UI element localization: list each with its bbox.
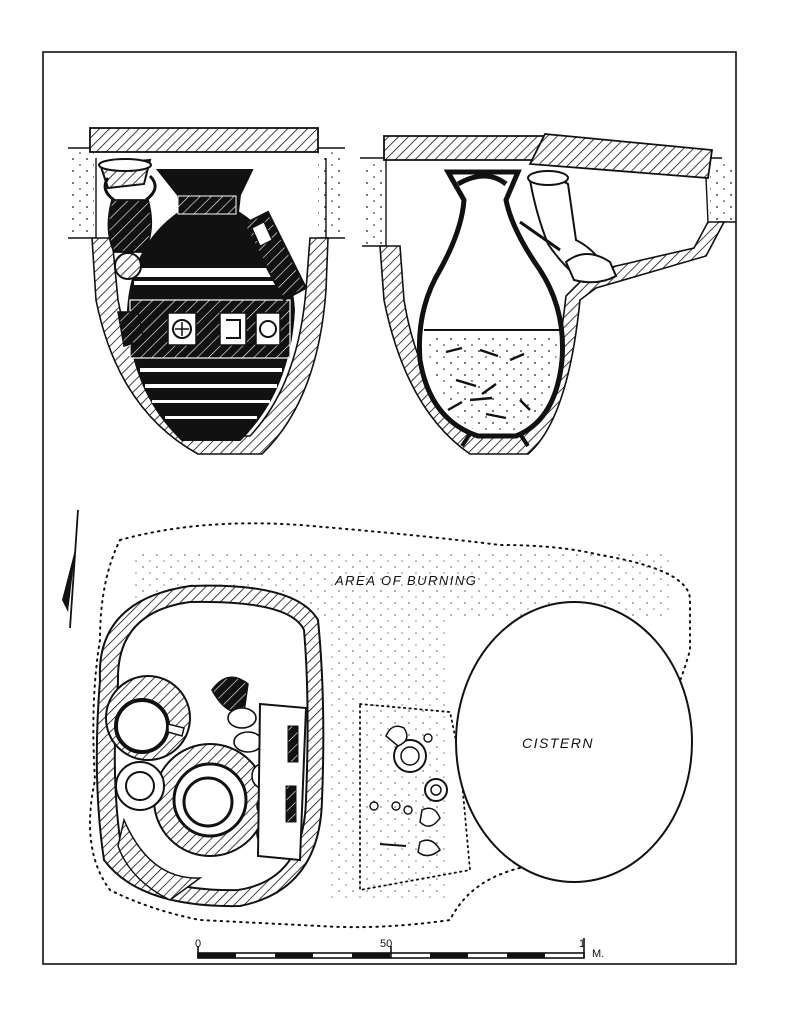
- slab-plan: [256, 702, 308, 862]
- small-jug-right: [519, 170, 618, 284]
- grave-pit: [95, 584, 325, 908]
- plate-frame: [42, 51, 737, 965]
- area-of-burning-label: AREA OF BURNING: [334, 573, 477, 588]
- cistern-label: CISTERN: [522, 735, 594, 751]
- small-vessels-left: [98, 158, 157, 347]
- cistern: [455, 601, 693, 883]
- plain-amphora: [416, 169, 565, 448]
- painted-amphora: [126, 169, 296, 441]
- north-arrow: [62, 509, 79, 629]
- section-left: [68, 127, 345, 455]
- scale-label-unit: M.: [592, 948, 604, 960]
- cover-slab-left: [89, 127, 319, 153]
- scattered-finds: [369, 725, 448, 857]
- scale-label-zero: 0: [195, 938, 201, 950]
- section-right: [360, 133, 736, 455]
- cover-slab-right-a: [383, 135, 546, 161]
- meander-plaque: [242, 210, 308, 302]
- cup-plan: [115, 761, 165, 811]
- scale-bar: 0 50 1 M.: [195, 938, 604, 960]
- area-of-burning-outline: [89, 522, 691, 929]
- scale-label-fifty: 50: [380, 938, 392, 950]
- cover-slab-right-b: [528, 133, 714, 179]
- plan-view: AREA OF BURNING: [62, 509, 693, 929]
- scale-label-one: 1: [579, 938, 585, 950]
